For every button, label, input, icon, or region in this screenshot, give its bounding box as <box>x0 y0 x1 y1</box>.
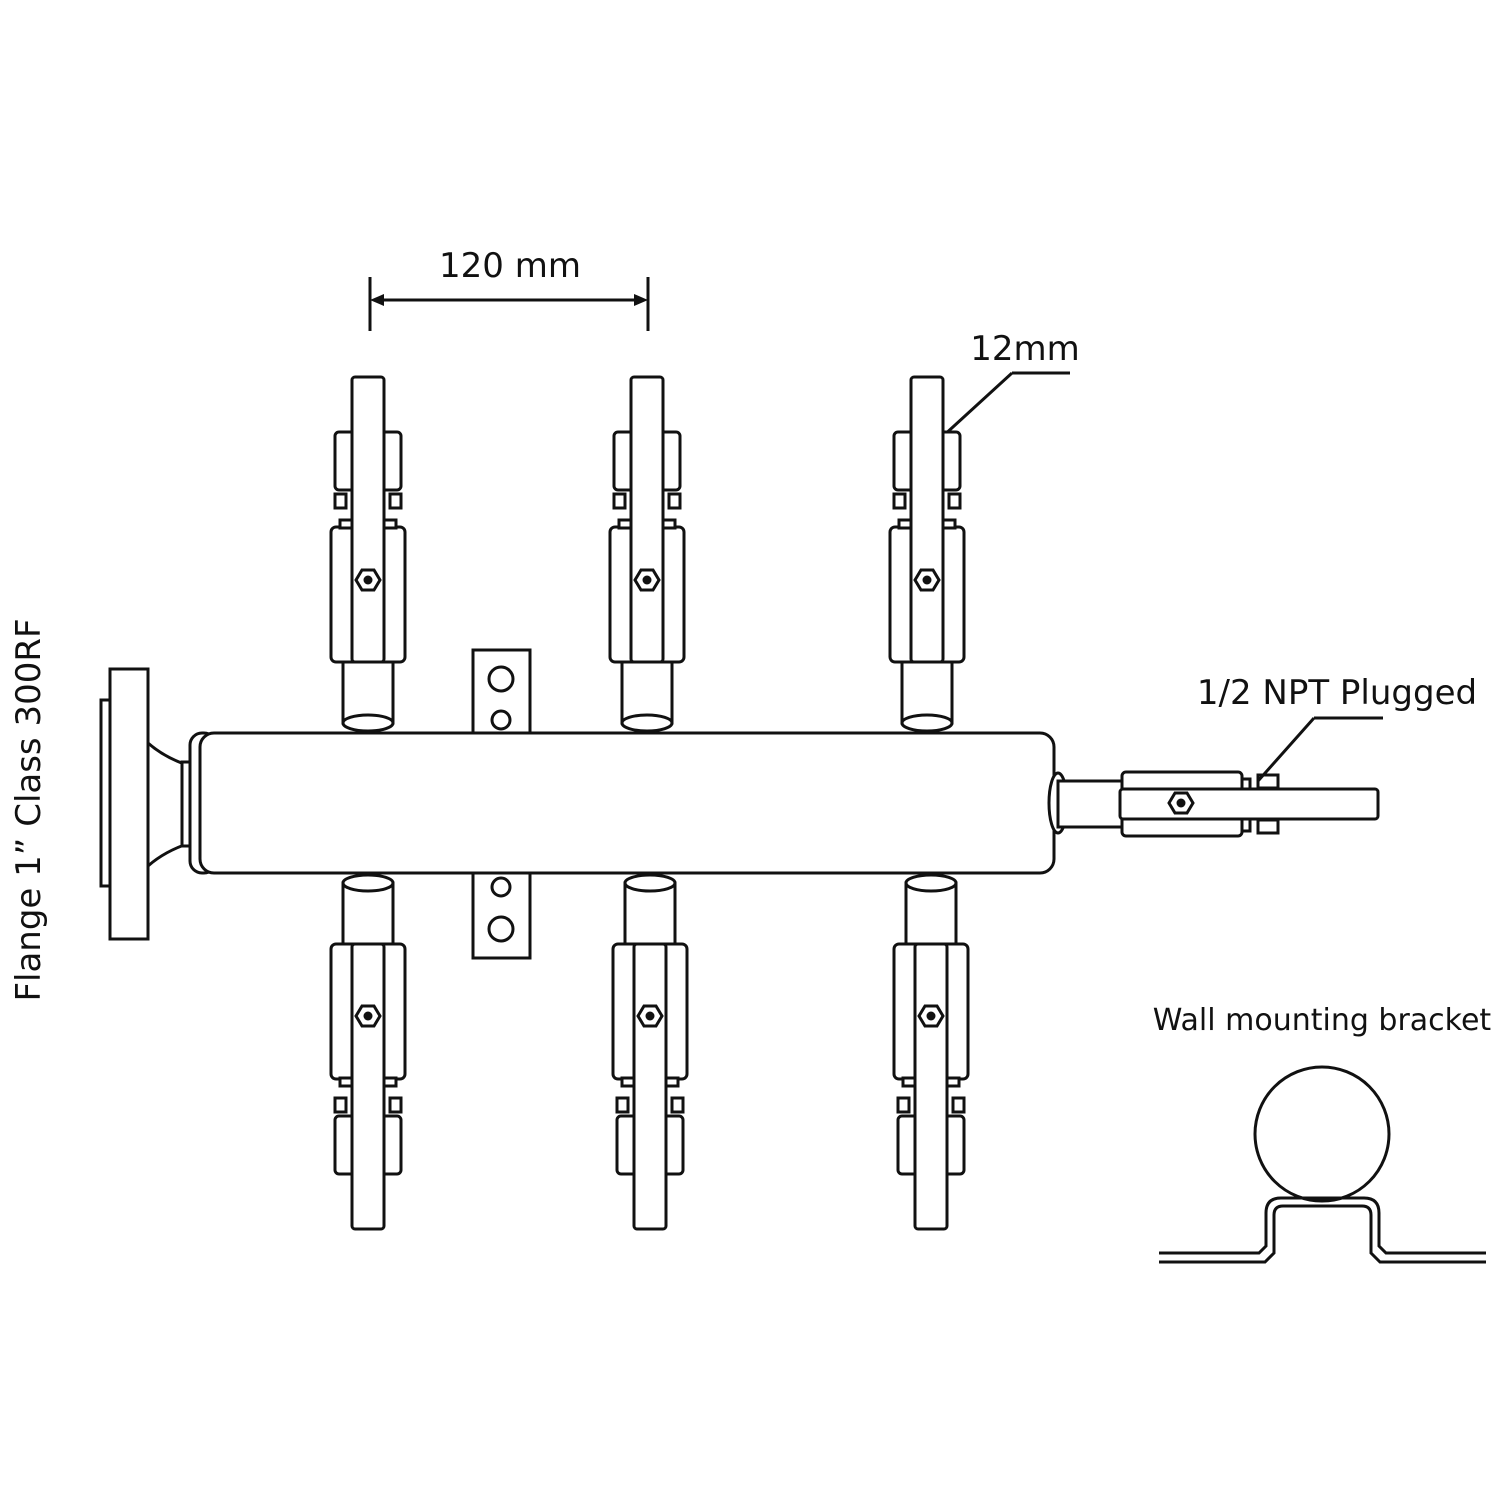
valve-bottom-1 <box>329 873 407 1231</box>
end-port-valve <box>1047 770 1380 838</box>
manifold-header <box>198 731 1056 875</box>
bracket-profile <box>1159 1204 1486 1264</box>
bracket-pipe-section <box>1253 1065 1391 1203</box>
end-port-leader: 1/2 NPT Plugged <box>1197 673 1477 782</box>
valve-bottom-2 <box>611 873 689 1231</box>
spacing-label: 120 mm <box>439 246 581 286</box>
wall-bracket-detail: Wall mounting bracket <box>1153 1003 1492 1264</box>
valve-bottom-3 <box>892 873 970 1231</box>
spacing-dimension: 120 mm <box>368 246 650 331</box>
end-port-label: 1/2 NPT Plugged <box>1197 673 1477 713</box>
tube-size-label: 12mm <box>970 329 1080 369</box>
bracket-label: Wall mounting bracket <box>1153 1003 1492 1038</box>
tube-size-leader: 12mm <box>940 329 1080 439</box>
valve-top-3 <box>888 375 966 733</box>
valve-top-2 <box>608 375 686 733</box>
mounting-bracket-center <box>471 648 532 960</box>
valve-top-1 <box>329 375 407 733</box>
flange-label: Flange 1” Class 300RF <box>9 618 49 1001</box>
